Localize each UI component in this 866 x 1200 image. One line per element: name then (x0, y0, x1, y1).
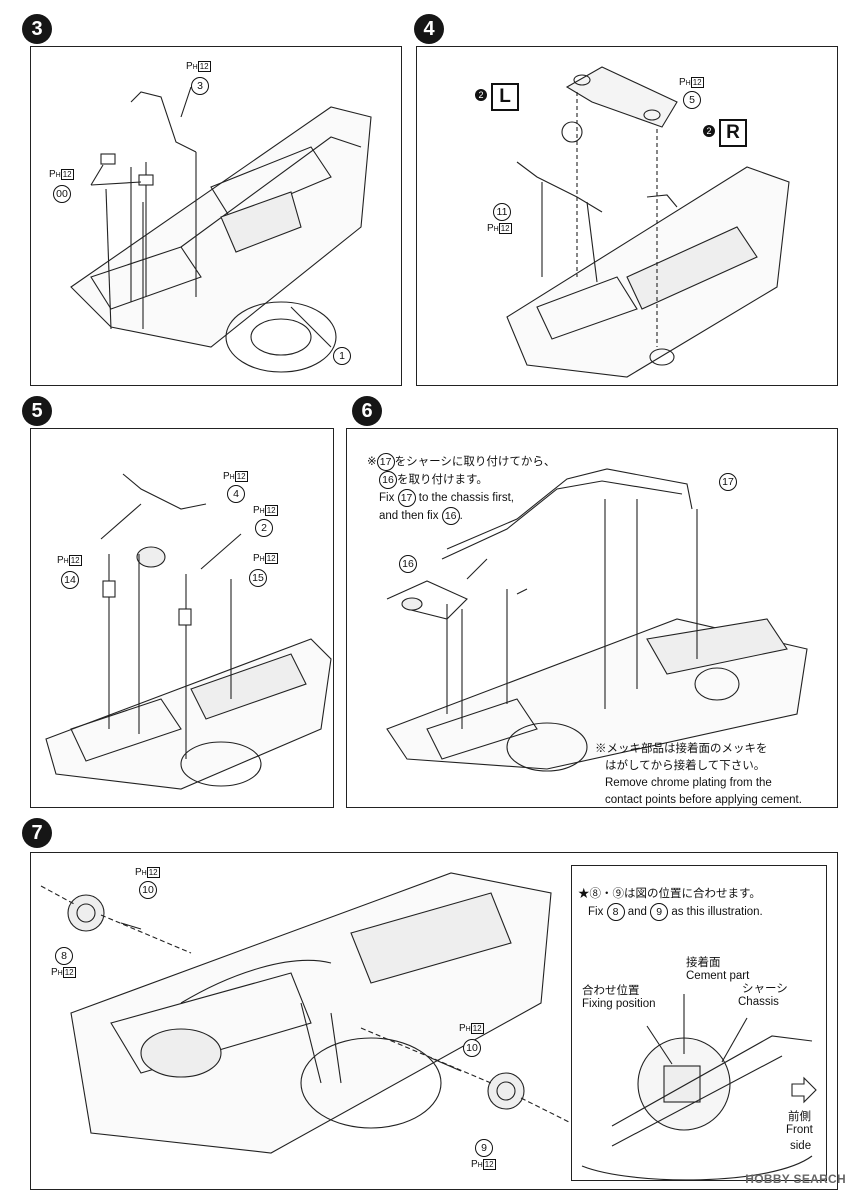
step-6-chrome-note: ※メッキ部品は接着面のメッキを はがしてから接着して下さい。 Remove ch… (595, 741, 835, 807)
inset-front-en-2: side (790, 1140, 812, 1152)
inset-fix-en: Fix 8 and 9 as this illustration. (578, 903, 820, 921)
step-6-ref-17: 17 (376, 453, 395, 471)
step-4-right-side-badge: R (719, 119, 747, 147)
step-6-ref-16: 16 (379, 471, 397, 489)
step-5-part-4-label: 4 (227, 485, 245, 503)
step-7-part-8-label: 8 (55, 947, 73, 965)
step-7-number: 7 (22, 818, 52, 848)
step-3-part-1-label: 1 (333, 347, 351, 365)
inset-ref-8: 8 (606, 903, 625, 921)
hobby-search-watermark: HOBBY SEARCH (745, 1172, 846, 1186)
step-6-part-17-label: 17 (719, 473, 737, 491)
step-5-number: 5 (22, 396, 52, 426)
step-4-left-side-badge: L (491, 83, 519, 111)
inset-fixpos-en: Fixing position (582, 998, 656, 1010)
step-7-fixing-position-inset: ★⑧・⑨は図の位置に合わせます。 Fix 8 and 9 as this ill… (571, 865, 827, 1181)
step-6-note-en-line-2: and then fix 16. (367, 507, 607, 525)
step-6-chrome-jp-1: ※メッキ部品は接着面のメッキを (595, 743, 768, 755)
step-6-chrome-jp-2: はがしてから接着して下さい。 (605, 760, 766, 772)
step-5-chassis-illustration (45, 473, 332, 790)
inset-fixpos-jp: 合わせ位置 (582, 985, 640, 997)
step-4-left-marker: 2 (475, 89, 487, 101)
step-5-part-2-label: 2 (255, 519, 273, 537)
step-5-part-14-label: 14 (61, 571, 79, 589)
inset-cement-en: Cement part (686, 970, 750, 982)
step-6-chassis-illustration (386, 468, 808, 772)
step-3-number: 3 (22, 14, 52, 44)
step-6-ref-16-en: 16 (441, 507, 460, 525)
step-6-chrome-en-1: Remove chrome plating from the (605, 777, 772, 789)
inset-chassis-en: Chassis (738, 996, 779, 1008)
inset-chassis-jp: シャーシ (742, 983, 788, 995)
step-4-part-5-label: 5 (683, 91, 701, 109)
inset-illustration (581, 994, 817, 1180)
step-3-chassis-illustration (70, 86, 372, 373)
inset-star-jp: ★⑧・⑨は図の位置に合わせます。 (578, 888, 761, 900)
step-6-ref-17-en: 17 (397, 489, 416, 507)
step-7-part-10-bottom-label: 10 (463, 1039, 481, 1057)
inset-front-en-1: Front (786, 1124, 813, 1136)
step-7-part-9-label: 9 (475, 1139, 493, 1157)
inset-ref-9: 9 (650, 903, 669, 921)
step-4-right-marker: 2 (703, 125, 715, 137)
step-6-chrome-en-2: contact points before applying cement. (605, 794, 802, 806)
step-4-chassis-illustration (506, 66, 790, 378)
step-5-part-15-label: 15 (249, 569, 267, 587)
inset-instruction: ★⑧・⑨は図の位置に合わせます。 Fix 8 and 9 as this ill… (578, 886, 820, 921)
step-6-note-en-line-1: Fix 17 to the chassis first, (367, 489, 607, 507)
step-4-part-11-label: 11 (493, 203, 511, 221)
step-3-part-00-label: 00 (53, 185, 71, 203)
inset-front-jp: 前側 (788, 1111, 811, 1123)
step-6-part-16-label: 16 (399, 555, 417, 573)
inset-cement-jp: 接着面 (686, 957, 721, 969)
step-7-part-10-top-label: 10 (139, 881, 157, 899)
step-4-number: 4 (414, 14, 444, 44)
step-6-number: 6 (352, 396, 382, 426)
step-3-part-3-label: 3 (191, 77, 209, 95)
step-7-chassis-illustration (40, 872, 572, 1154)
